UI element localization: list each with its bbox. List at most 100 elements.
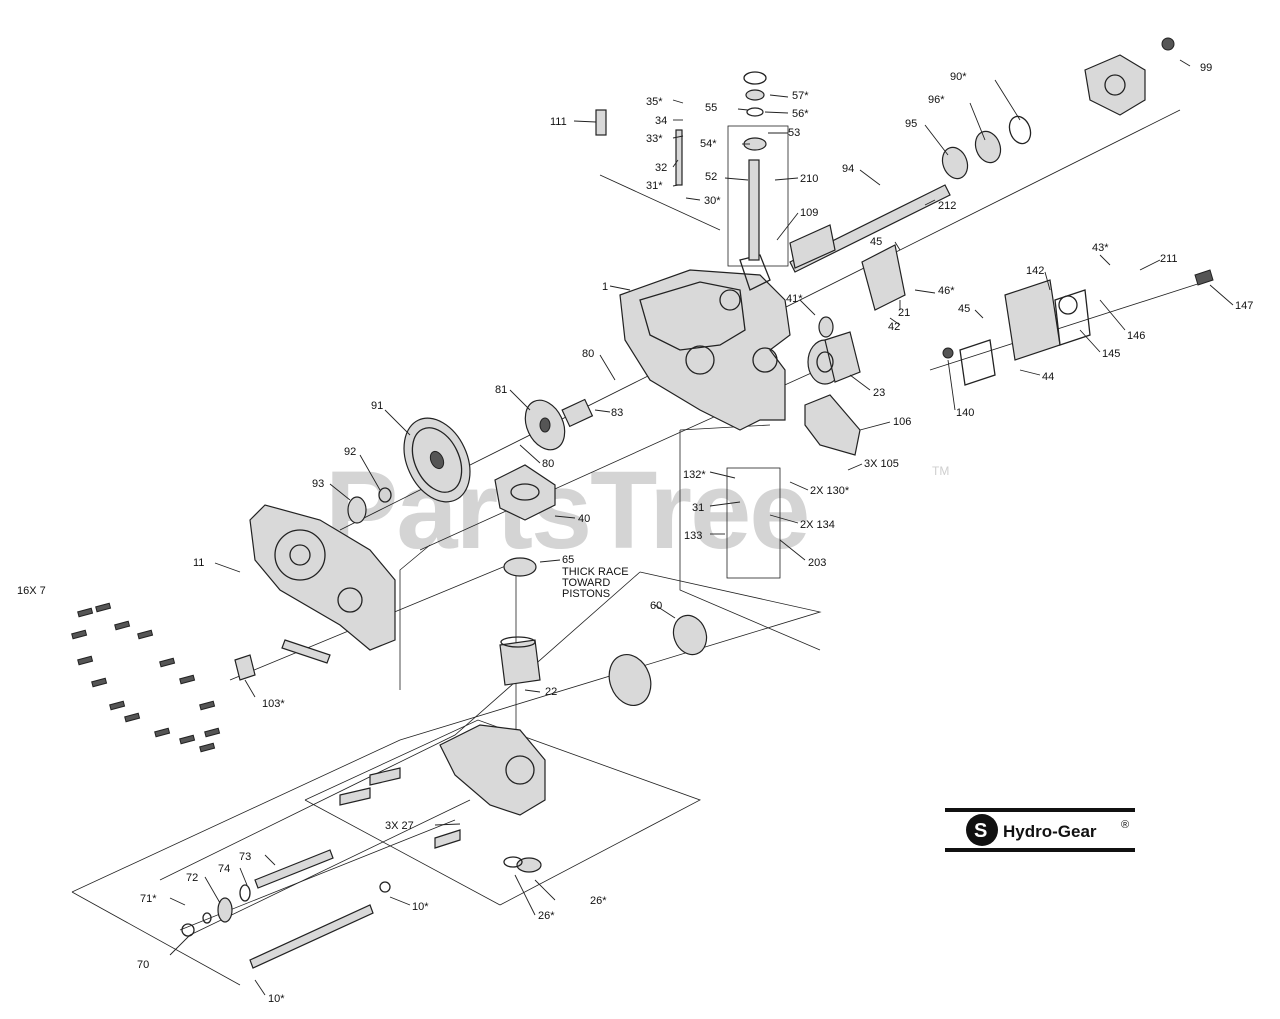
hydro-gear-logo: S Hydro-Gear ® <box>945 808 1135 852</box>
shield-106 <box>804 394 861 456</box>
callout-45a: 45 <box>870 236 882 248</box>
callout-142: 142 <box>1026 265 1044 277</box>
callout-72: 72 <box>186 872 198 884</box>
callout-133: 133 <box>684 530 702 542</box>
leader-lines <box>169 59 1234 996</box>
brake-plates <box>861 244 1214 386</box>
callout-45b: 45 <box>958 303 970 315</box>
callout-41: 41* <box>786 293 803 305</box>
callout-111: 111 <box>550 116 567 128</box>
callout-31-star: 31* <box>646 180 663 192</box>
pump-center-section <box>339 724 546 849</box>
watermark: PartsTree TM <box>325 449 949 572</box>
callout-211: 211 <box>1160 253 1178 265</box>
filter-23 <box>807 331 861 385</box>
thick-race-note: THICK RACE TOWARD PISTONS <box>562 566 629 600</box>
callout-212: 212 <box>938 200 956 212</box>
callout-130: 2X 130* <box>810 485 850 497</box>
callout-83: 83 <box>611 407 623 419</box>
callout-147: 147 <box>1235 300 1253 312</box>
callout-21: 21 <box>898 307 910 319</box>
callout-35: 35* <box>646 96 663 108</box>
callout-52: 52 <box>705 171 717 183</box>
callout-134: 2X 134 <box>800 519 835 531</box>
callout-71: 71* <box>140 893 157 905</box>
gear-81 <box>524 398 594 451</box>
svg-text:S: S <box>974 820 987 842</box>
callout-80b: 80 <box>542 458 554 470</box>
callout-42: 42 <box>888 321 900 333</box>
callout-140: 140 <box>956 407 974 419</box>
callout-73: 73 <box>239 851 251 863</box>
callout-56: 56* <box>792 108 809 120</box>
callout-70: 70 <box>137 959 149 971</box>
callout-99: 99 <box>1200 62 1212 74</box>
callout-106: 106 <box>893 416 911 428</box>
callout-32: 32 <box>655 162 667 174</box>
callout-44: 44 <box>1042 371 1054 383</box>
callout-43: 43* <box>1092 242 1109 254</box>
callout-80a: 80 <box>582 348 594 360</box>
callout-93: 93 <box>312 478 324 490</box>
callout-96: 96* <box>928 94 945 106</box>
side-cover <box>249 504 396 651</box>
callout-10b: 10* <box>268 993 285 1005</box>
callout-26b: 26* <box>538 910 555 922</box>
callout-145: 145 <box>1102 348 1120 360</box>
input-shafts <box>181 849 391 969</box>
hydro-gear-brand-text: Hydro-Gear <box>1003 822 1097 841</box>
callout-40: 40 <box>578 513 590 525</box>
callout-27: 3X 27 <box>385 820 414 832</box>
callout-105: 3X 105 <box>864 458 899 470</box>
callout-109: 109 <box>800 207 818 219</box>
callout-74: 74 <box>218 863 230 875</box>
callout-65: 65 <box>562 554 574 566</box>
brake-arm-103 <box>234 639 331 681</box>
callout-81: 81 <box>495 384 507 396</box>
bolt-set <box>71 602 221 753</box>
housing-part-1 <box>619 254 791 431</box>
callout-146: 146 <box>1127 330 1145 342</box>
watermark-text: PartsTree <box>325 449 808 572</box>
registered-mark: ® <box>1121 819 1129 831</box>
callout-33: 33* <box>646 133 663 145</box>
callout-46: 46* <box>938 285 955 297</box>
callout-53: 53 <box>788 127 800 139</box>
callout-210: 210 <box>800 173 818 185</box>
callout-91: 91 <box>371 400 383 412</box>
callout-94: 94 <box>842 163 854 175</box>
callout-92: 92 <box>344 446 356 458</box>
callout-95: 95 <box>905 118 917 130</box>
callout-30: 30* <box>704 195 721 207</box>
callout-1: 1 <box>602 281 608 293</box>
axle-shaft <box>789 184 951 273</box>
note-line-3: PISTONS <box>562 588 610 600</box>
callout-labels: 99 90* 96* 95 94 212 57* 56* 55 53 54* 5… <box>17 62 1253 1005</box>
callout-203: 203 <box>808 557 826 569</box>
note-line-2: TOWARD <box>562 577 610 589</box>
callout-23: 23 <box>873 387 885 399</box>
callout-55: 55 <box>705 102 717 114</box>
callout-103: 103* <box>262 698 285 710</box>
callout-60: 60 <box>650 600 662 612</box>
callout-132: 132* <box>683 469 706 481</box>
callout-16x7: 16X 7 <box>17 585 46 597</box>
axle-hub <box>1084 37 1175 116</box>
callout-26a: 26* <box>590 895 607 907</box>
callout-54: 54* <box>700 138 717 150</box>
callout-31: 31 <box>692 502 704 514</box>
note-line-1: THICK RACE <box>562 566 629 578</box>
callout-11: 11 <box>193 557 204 569</box>
callout-22: 22 <box>545 686 557 698</box>
callout-10a: 10* <box>412 901 429 913</box>
callout-34: 34 <box>655 115 667 127</box>
center-section-40 <box>494 464 556 521</box>
hydro-gear-mark-icon <box>966 814 998 846</box>
watermark-trademark: TM <box>932 464 949 478</box>
cylinder-blocks <box>499 636 652 706</box>
bearings <box>347 71 1032 873</box>
shaft-52 <box>595 109 760 261</box>
callout-57: 57* <box>792 90 809 102</box>
gear-91 <box>403 417 471 503</box>
